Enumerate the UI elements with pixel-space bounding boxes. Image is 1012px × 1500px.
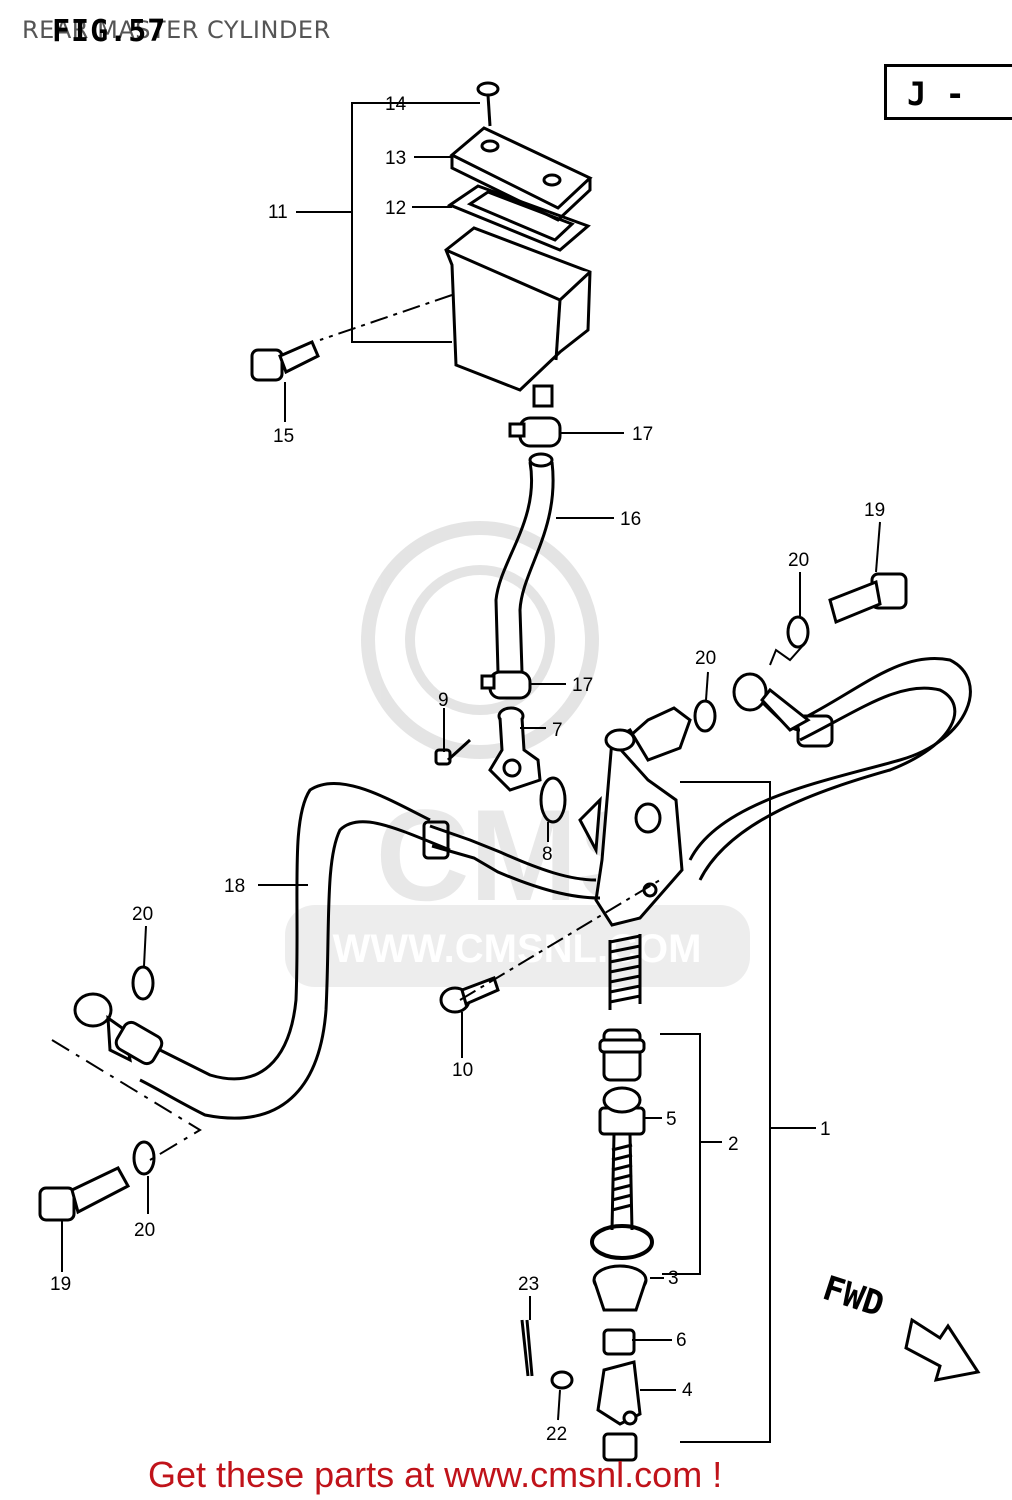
callout-labels: 14 13 12 11 15 17 16 17 7 9 8 18 10 19 2… xyxy=(50,94,885,1445)
assembly-brackets xyxy=(319,102,771,1443)
brake-hose xyxy=(139,781,601,1120)
piston-assembly xyxy=(598,1028,646,1082)
locknut xyxy=(602,1328,636,1356)
callout-13: 13 xyxy=(385,148,406,169)
washer-left-upper xyxy=(131,965,155,1001)
callout-18: 18 xyxy=(224,876,245,897)
direction-label: FWD xyxy=(818,1268,889,1325)
callout-19-right: 19 xyxy=(864,500,885,521)
washer-left-lower xyxy=(132,1140,156,1176)
reference-code: J - xyxy=(907,75,965,113)
callout-20-right-upper: 20 xyxy=(788,550,809,571)
callout-11: 11 xyxy=(268,202,288,223)
leader-lines xyxy=(61,102,881,1421)
pushrod-nut xyxy=(598,1086,646,1136)
callout-23: 23 xyxy=(518,1274,539,1295)
reservoir-hose xyxy=(494,452,555,673)
washer-right-upper xyxy=(786,615,810,649)
callout-9: 9 xyxy=(438,690,449,711)
inlet-fitting xyxy=(488,706,542,792)
banjo-bolt-left xyxy=(38,1166,131,1222)
callout-19-left: 19 xyxy=(50,1274,71,1295)
watermark: CMS WWW.CMSNL.COM xyxy=(285,521,750,987)
hose-clamp-upper xyxy=(508,416,562,448)
clevis xyxy=(596,1360,642,1426)
callout-20-right-lower: 20 xyxy=(695,648,716,669)
callout-14: 14 xyxy=(385,94,407,115)
callout-12: 12 xyxy=(385,198,406,219)
callout-8: 8 xyxy=(542,844,553,865)
hose-clamp-lower xyxy=(480,670,532,700)
reference-box: J - xyxy=(884,64,1012,120)
reservoir-cap-screw xyxy=(476,81,500,127)
watermark-url: WWW.CMSNL.COM xyxy=(333,927,702,971)
dust-boot xyxy=(592,1264,648,1312)
reservoir-diaphragm xyxy=(446,184,591,252)
reservoir-body xyxy=(444,226,592,408)
mounting-bolt xyxy=(439,976,500,1014)
callout-17-lower: 17 xyxy=(572,675,593,696)
forward-arrow-icon xyxy=(904,1317,981,1382)
washer-clevis xyxy=(550,1370,574,1390)
piston-spring xyxy=(608,934,642,1010)
diagram-title: REAR MASTER CYLINDER xyxy=(22,16,331,44)
callout-10: 10 xyxy=(452,1060,473,1081)
banjo-fitting-right xyxy=(732,672,811,732)
banjo-bolt-right xyxy=(828,572,908,625)
callout-7: 7 xyxy=(552,720,563,741)
callout-5: 5 xyxy=(666,1109,677,1130)
figure-label: FIG.57 xyxy=(52,14,167,49)
callout-3: 3 xyxy=(668,1268,679,1289)
banjo-fitting-left xyxy=(73,992,164,1066)
promo-link[interactable]: Get these parts at www.cmsnl.com ! xyxy=(148,1454,723,1495)
pushrod xyxy=(610,1133,634,1231)
callout-17-upper: 17 xyxy=(632,424,653,445)
reservoir-bolt xyxy=(250,340,320,382)
banjo-dash-line-right xyxy=(769,641,807,666)
circlip xyxy=(590,1224,654,1260)
callout-2: 2 xyxy=(728,1134,739,1155)
brake-hose-right xyxy=(688,657,972,881)
callout-22: 22 xyxy=(546,1424,567,1445)
callout-15: 15 xyxy=(273,426,294,447)
callout-6: 6 xyxy=(676,1330,687,1351)
o-ring xyxy=(539,776,567,824)
callout-20-left-upper: 20 xyxy=(132,904,153,925)
washer-right-lower xyxy=(693,699,717,733)
master-cylinder-body xyxy=(578,706,692,927)
callout-4: 4 xyxy=(682,1380,693,1401)
callout-20-left-lower: 20 xyxy=(134,1220,155,1241)
callout-16: 16 xyxy=(620,509,641,530)
cotter-pin xyxy=(520,1319,534,1377)
callout-1: 1 xyxy=(820,1119,831,1140)
banjo-dash-line-left xyxy=(51,1039,202,1161)
clevis-pin xyxy=(602,1432,638,1462)
